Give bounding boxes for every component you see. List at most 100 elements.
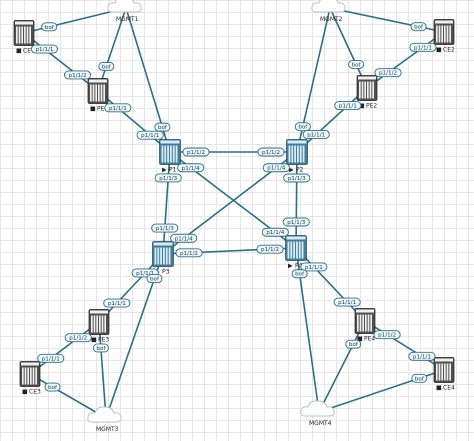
link-p1-p3[interactable] xyxy=(162,151,171,255)
link-pe3-ce3[interactable] xyxy=(29,321,100,375)
link-pe3-mgmt3[interactable] xyxy=(98,321,107,419)
node-mgmt2[interactable]: MGMT2 xyxy=(311,0,346,23)
port-label: bof xyxy=(92,343,109,353)
link-p2-p4[interactable] xyxy=(295,151,298,249)
port-label: bof xyxy=(294,122,311,132)
square-marker-icon: ■ xyxy=(16,48,22,55)
node-mgmt4[interactable]: MGMT4 xyxy=(300,400,335,427)
svg-text:bof: bof xyxy=(295,272,305,278)
square-marker-icon: ■ xyxy=(436,47,442,54)
node-pe2[interactable]: ■PE2 xyxy=(356,75,377,110)
node-label: PE3 xyxy=(98,337,109,344)
node-pe3[interactable]: ■PE3 xyxy=(88,309,109,344)
node-label: MGMT4 xyxy=(309,420,332,427)
port-label: p1/1/1 xyxy=(37,353,65,363)
port-label: p1/1/2 xyxy=(64,333,92,343)
cloud-icon xyxy=(107,0,142,13)
svg-text:bof: bof xyxy=(102,64,112,70)
svg-text:p1/1/1: p1/1/1 xyxy=(339,104,357,110)
svg-text:bof: bof xyxy=(415,376,425,382)
link-ce3-mgmt3[interactable] xyxy=(29,373,107,419)
svg-text:p1/1/1: p1/1/1 xyxy=(109,106,127,112)
link-p4-pe4[interactable] xyxy=(295,247,366,322)
port-label: p1/1/1 xyxy=(408,351,436,361)
cloud-icon xyxy=(87,406,122,423)
node-pe4[interactable]: ■PE4 xyxy=(354,308,375,343)
link-pe2-p2[interactable] xyxy=(296,87,368,153)
svg-text:p1/1/2: p1/1/2 xyxy=(262,150,280,156)
node-pe1[interactable]: ■PE1 xyxy=(87,78,108,113)
node-p1[interactable]: ▶P1 xyxy=(159,139,181,174)
svg-text:p1/1/1: p1/1/1 xyxy=(305,265,323,271)
node-ce1[interactable]: ■CE1 xyxy=(13,20,35,55)
link-ce1-pe1[interactable] xyxy=(23,32,99,92)
port-label: p1/1/1 xyxy=(30,44,59,54)
svg-text:p1/1/1: p1/1/1 xyxy=(307,132,325,138)
link-pe4-mgmt4[interactable] xyxy=(318,320,366,413)
port-label: bof xyxy=(98,61,115,71)
link-pe2-mgmt2[interactable] xyxy=(329,7,368,89)
svg-text:p1/1/4: p1/1/4 xyxy=(266,230,284,236)
port-label: p1/1/2 xyxy=(182,147,210,157)
svg-text:p1/1/1: p1/1/1 xyxy=(338,300,356,306)
link-ce2-mgmt2[interactable] xyxy=(329,7,445,33)
node-mgmt1[interactable]: MGMT1 xyxy=(107,0,142,23)
node-label: CE3 xyxy=(29,389,41,396)
port-label: p1/1/1 xyxy=(334,101,362,110)
svg-text:bof: bof xyxy=(45,25,55,31)
port-label: p1/1/2 xyxy=(175,248,203,258)
port-label: bof xyxy=(410,22,427,32)
link-pe4-ce4[interactable] xyxy=(364,320,445,371)
node-label: PE2 xyxy=(366,103,377,110)
node-p4[interactable]: ▶P4 xyxy=(285,235,307,270)
port-label: bof xyxy=(44,382,61,392)
node-label: CE1 xyxy=(23,48,35,55)
svg-text:bof: bof xyxy=(349,342,359,348)
svg-text:p1/1/2: p1/1/2 xyxy=(69,336,87,342)
square-marker-icon: ■ xyxy=(22,389,28,396)
square-marker-icon: ■ xyxy=(357,336,363,343)
port-label: p1/1/4 xyxy=(262,163,290,173)
svg-text:p1/1/1: p1/1/1 xyxy=(42,356,60,362)
node-label: MGMT1 xyxy=(116,16,139,23)
svg-text:bof: bof xyxy=(298,125,308,131)
node-mgmt3[interactable]: MGMT3 xyxy=(87,406,122,433)
svg-text:bof: bof xyxy=(96,346,106,352)
link-pe1-p1[interactable] xyxy=(97,90,171,153)
port-label: p1/1/3 xyxy=(283,173,311,183)
port-label: p1/1/1 xyxy=(103,298,131,308)
node-ce4[interactable]: ■CE4 xyxy=(433,357,455,392)
play-marker-icon: ▶ xyxy=(288,263,293,270)
node-label: P1 xyxy=(169,167,177,174)
port-label: bof xyxy=(345,339,362,349)
node-ce2[interactable]: ■CE2 xyxy=(433,19,455,54)
port-label: p1/1/1 xyxy=(104,103,132,113)
node-p2[interactable]: ▶P2 xyxy=(286,139,308,174)
link-ce2-pe2[interactable] xyxy=(366,31,445,89)
cloud-icon xyxy=(311,0,346,13)
svg-text:p1/1/2: p1/1/2 xyxy=(187,150,205,156)
svg-text:p1/1/3: p1/1/3 xyxy=(287,220,305,226)
port-label: p1/1/1 xyxy=(302,130,330,139)
port-label: p1/1/1 xyxy=(300,262,328,272)
port-label: p1/1/2 xyxy=(373,330,401,340)
svg-text:p1/1/2: p1/1/2 xyxy=(378,333,396,339)
port-label: p1/1/2 xyxy=(63,70,92,80)
svg-text:p1/1/1: p1/1/1 xyxy=(108,301,126,307)
svg-text:p1/1/2: p1/1/2 xyxy=(379,71,397,77)
square-marker-icon: ■ xyxy=(436,385,442,392)
square-marker-icon: ■ xyxy=(359,103,365,110)
port-label: bof xyxy=(154,122,171,132)
node-label: P3 xyxy=(162,269,170,276)
node-label: P2 xyxy=(296,167,304,174)
link-ce1-mgmt1[interactable] xyxy=(23,7,127,34)
link-pe1-mgmt1[interactable] xyxy=(97,7,127,92)
node-ce3[interactable]: ■CE3 xyxy=(19,361,41,396)
play-marker-icon: ▶ xyxy=(162,167,167,174)
node-label: MGMT2 xyxy=(320,16,343,23)
svg-text:p1/1/1: p1/1/1 xyxy=(136,271,154,277)
svg-text:bof: bof xyxy=(48,385,58,391)
svg-text:p1/1/2: p1/1/2 xyxy=(69,73,87,79)
